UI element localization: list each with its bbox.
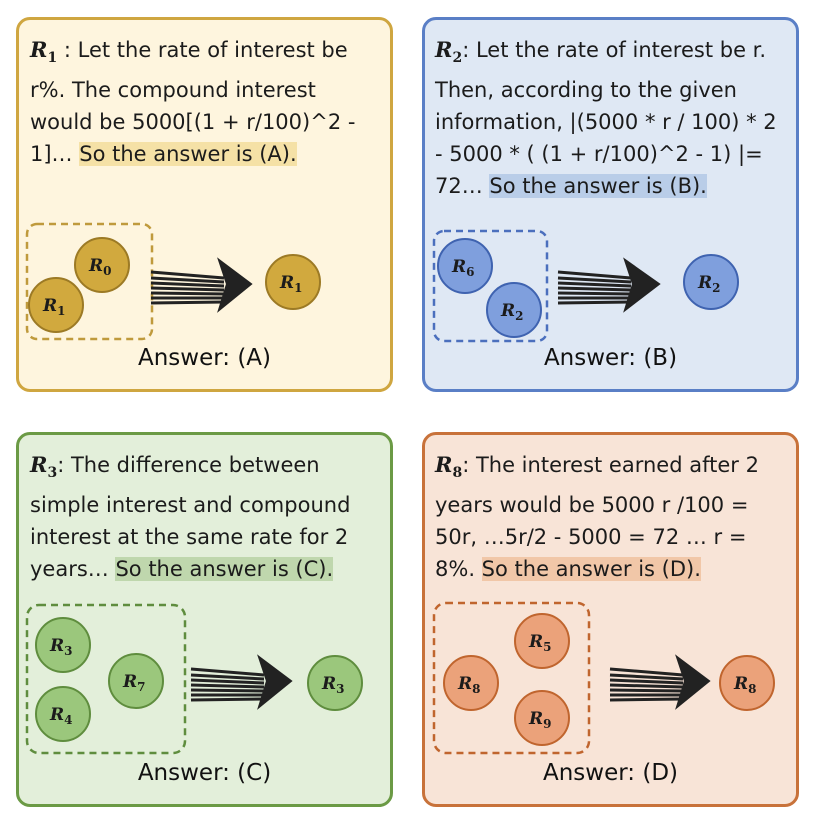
answer-highlight: So the answer is (D). — [481, 557, 701, 582]
reasoning-label: R2 — [435, 37, 463, 67]
reasoning-text: R3: The difference between simple intere… — [30, 452, 351, 582]
svg-text:R3: R3 — [321, 674, 345, 696]
answer-highlight: So the answer is (C). — [115, 557, 334, 582]
cluster-box — [25, 222, 154, 341]
node-r1-group: R1 — [28, 277, 84, 333]
node-r1-result: R1 — [265, 254, 321, 310]
final-answer: Answer: (D) — [542, 760, 679, 786]
arrow-icon — [190, 654, 293, 710]
node-r2-result: R2 — [683, 254, 739, 310]
reasoning-cluster-graph: R0 R1 R1 — [25, 222, 321, 341]
svg-text:R8: R8 — [457, 674, 481, 696]
reasoning-cluster-graph: R8 R5 R9 R8 — [432, 601, 775, 755]
svg-text:R8: R8 — [733, 674, 757, 696]
panel-answer-d: R8: The interest earned after 2 years wo… — [422, 432, 799, 807]
node-r5: R5 — [514, 613, 570, 669]
node-r0: R0 — [74, 237, 130, 293]
node-r8-result: R8 — [719, 655, 775, 711]
node-r6: R6 — [437, 238, 493, 294]
node-r3-result: R3 — [307, 655, 363, 711]
svg-text:R4: R4 — [49, 705, 73, 727]
cluster-box — [25, 603, 187, 755]
reasoning-cluster-graph: R3 R4 R7 R3 — [25, 603, 363, 755]
final-answer: Answer: (B) — [543, 345, 678, 371]
node-r4: R4 — [35, 686, 91, 742]
svg-text:R1: R1 — [42, 296, 66, 318]
answer-highlight: So the answer is (A). — [79, 142, 297, 167]
svg-text:R0: R0 — [88, 256, 112, 278]
node-r8-group: R8 — [443, 655, 499, 711]
reasoning-text: R1 : Let the rate of interest be r%. The… — [30, 37, 356, 167]
arrow-icon — [609, 654, 711, 710]
svg-text:R2: R2 — [500, 301, 524, 323]
svg-text:R5: R5 — [528, 632, 552, 654]
reasoning-text: R2: Let the rate of interest be r. Then,… — [435, 37, 777, 199]
node-r7: R7 — [108, 653, 164, 709]
arrow-icon — [150, 257, 253, 313]
node-r9: R9 — [514, 690, 570, 746]
panel-answer-b: R2: Let the rate of interest be r. Then,… — [422, 17, 799, 392]
svg-text:R1: R1 — [279, 273, 303, 295]
node-r2-group: R2 — [486, 282, 542, 338]
panel-answer-c: R3: The difference between simple intere… — [16, 432, 393, 807]
svg-text:R3: R3 — [49, 636, 73, 658]
node-r3-group: R3 — [35, 617, 91, 673]
reasoning-text: R8: The interest earned after 2 years wo… — [435, 452, 759, 582]
arrow-icon — [557, 257, 661, 313]
final-answer: Answer: (A) — [137, 345, 272, 371]
cluster-box — [432, 601, 591, 755]
panel-answer-a: R1 : Let the rate of interest be r%. The… — [16, 17, 393, 392]
reasoning-label: R3 — [30, 452, 58, 482]
reasoning-cluster-graph: R6 R2 R2 — [432, 229, 739, 343]
answer-highlight: So the answer is (B). — [489, 174, 707, 199]
svg-text:R9: R9 — [528, 709, 552, 731]
reasoning-label: R1 — [30, 37, 58, 67]
reasoning-label: R8 — [435, 452, 463, 482]
svg-text:R7: R7 — [122, 672, 146, 694]
final-answer: Answer: (C) — [137, 760, 272, 786]
svg-text:R2: R2 — [697, 273, 721, 295]
svg-text:R6: R6 — [451, 257, 475, 279]
